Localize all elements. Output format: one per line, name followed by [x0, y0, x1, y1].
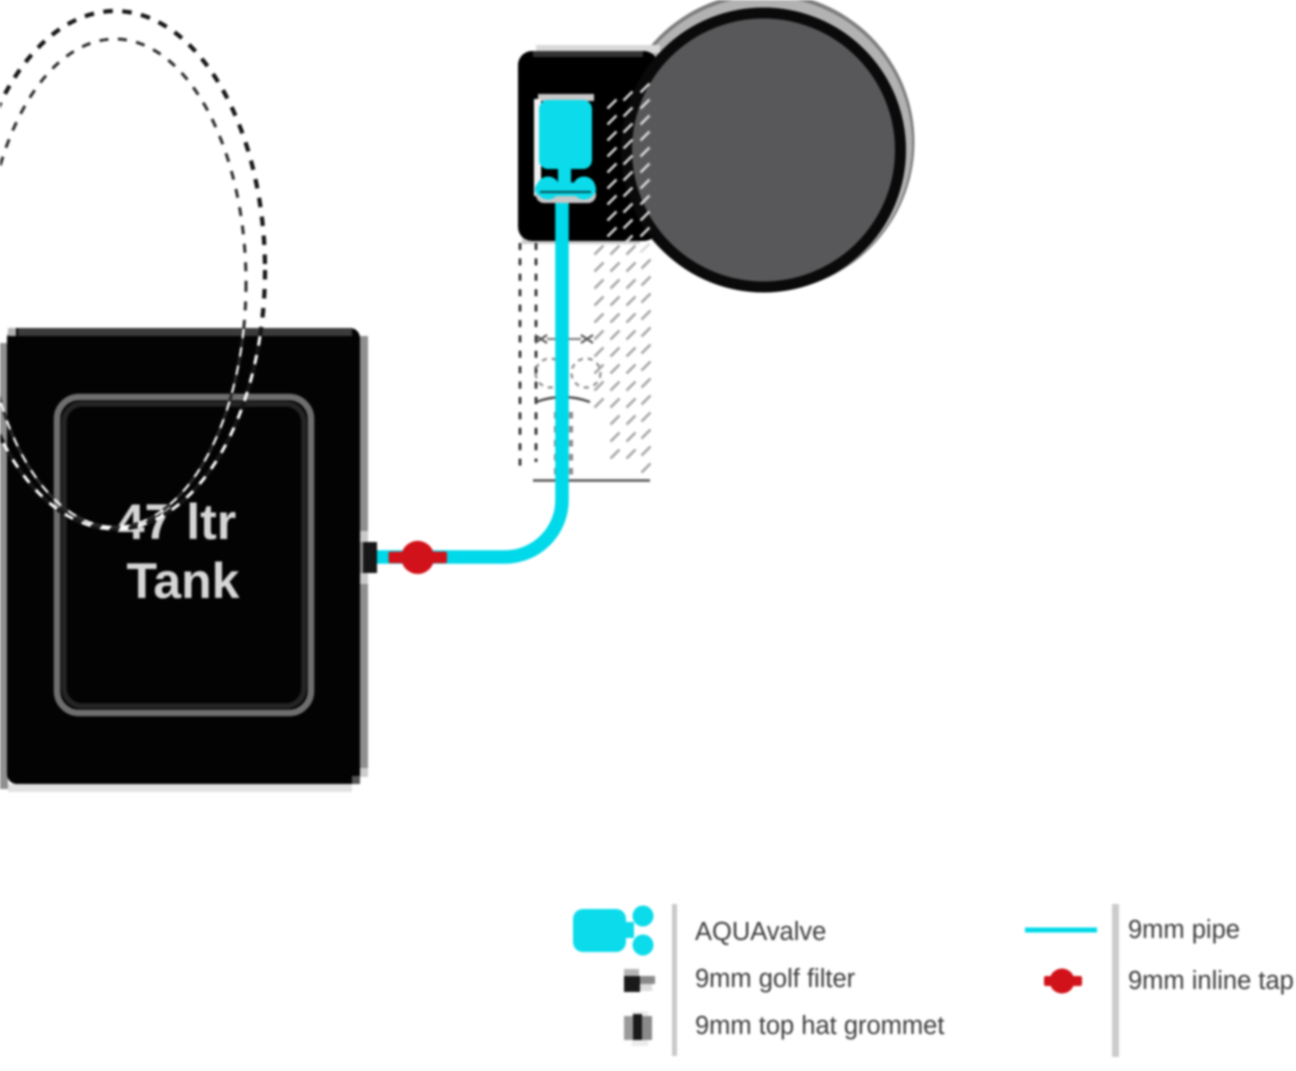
svg-text:47 ltr: 47 ltr [117, 494, 237, 550]
svg-text:9mm inline tap: 9mm inline tap [1128, 967, 1294, 995]
svg-text:Tank: Tank [127, 553, 240, 609]
svg-text:9mm pipe: 9mm pipe [1128, 916, 1240, 944]
svg-text:9mm top hat grommet: 9mm top hat grommet [695, 1012, 944, 1040]
svg-text:AQUAvalve: AQUAvalve [695, 918, 826, 946]
svg-text:9mm golf filter: 9mm golf filter [695, 965, 856, 993]
